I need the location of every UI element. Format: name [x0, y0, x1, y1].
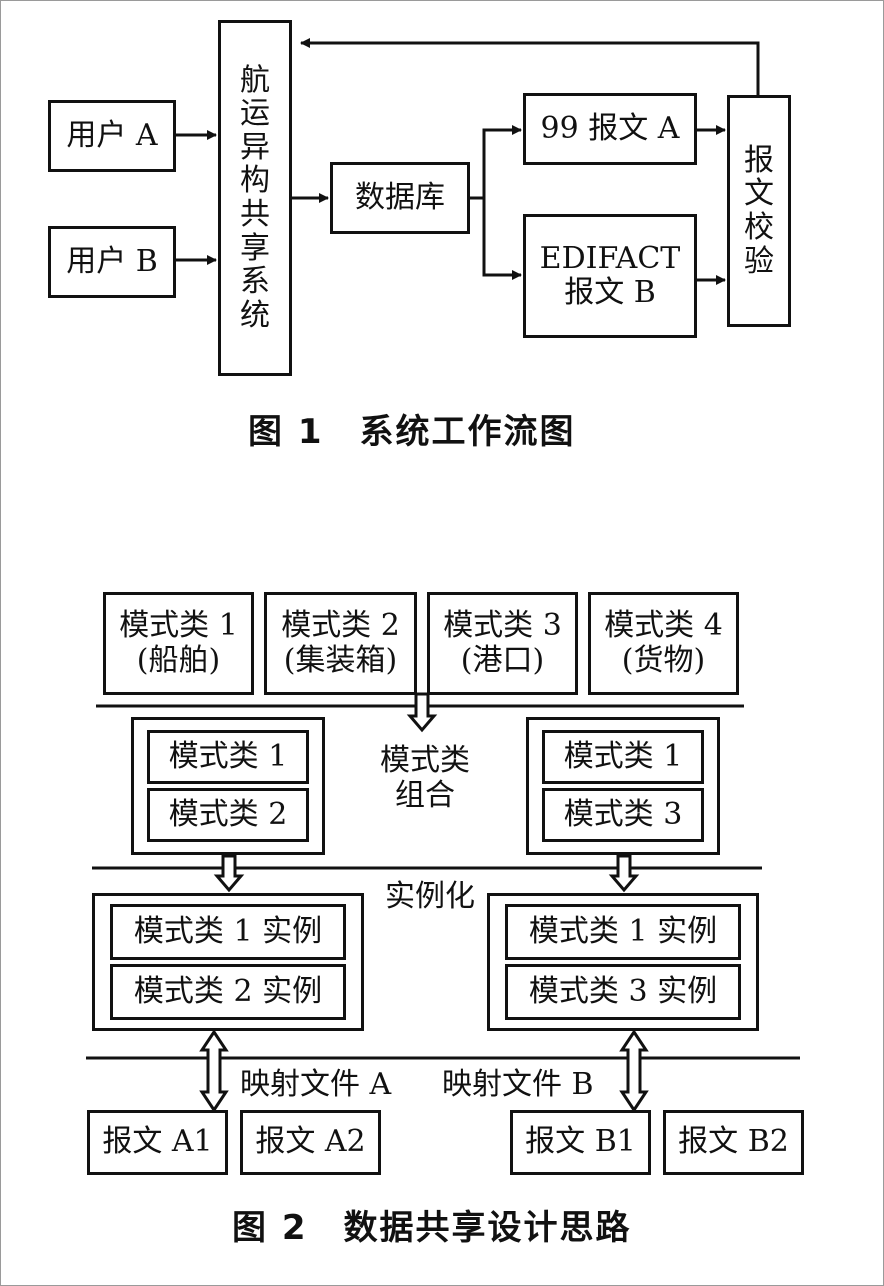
schema-class-name: 模式类 2: [281, 608, 400, 643]
combo-item: 模式类 2: [147, 788, 309, 842]
message-check-box: 报 文 校 验: [727, 95, 791, 327]
instance-item: 模式类 2 实例: [110, 964, 346, 1020]
combo-label: 模式类 组合: [365, 743, 485, 813]
message-box: 报文 A2: [240, 1110, 381, 1175]
schema-class-domain: (船舶): [136, 642, 221, 678]
system-char: 享: [240, 230, 270, 266]
instance-item: 模式类 1 实例: [505, 904, 741, 960]
combo-item-label: 模式类 1: [563, 738, 683, 774]
feedback-arrow: [300, 38, 760, 95]
figure2-caption: 图 2 数据共享设计思路: [232, 1200, 632, 1249]
message-b-box: EDIFACT 报文 B: [523, 214, 697, 338]
schema-class-name: 模式类 4: [604, 608, 723, 643]
shipping-system-box: 航 运 异 构 共 享 系 统: [218, 20, 292, 376]
mapping-file-a-label: 映射文件 A: [240, 1067, 392, 1102]
combo-item-label: 模式类 1: [168, 738, 288, 774]
schema-class-box: 模式类 4 (货物): [588, 592, 739, 695]
schema-class-domain: (集装箱): [283, 642, 398, 678]
user-a-label: 用户 A: [66, 117, 158, 153]
arrow-database-to-msg-a: [468, 125, 522, 200]
instance-item: 模式类 1 实例: [110, 904, 346, 960]
instance-group-left: [92, 893, 364, 1031]
schema-class-box: 模式类 3 (港口): [427, 592, 578, 695]
message-label: 报文 A2: [255, 1124, 366, 1160]
figure2-caption-number: 图 2: [232, 1208, 308, 1248]
message-b-line1: EDIFACT: [539, 240, 681, 276]
combo-group-right: [526, 717, 720, 855]
instantiate-label: 实例化: [385, 879, 475, 914]
message-label: 报文 A1: [102, 1124, 213, 1160]
combo-item: 模式类 1: [147, 730, 309, 784]
message-box: 报文 B2: [663, 1110, 804, 1175]
check-char: 报: [744, 142, 774, 178]
hollow-down-arrow: [406, 692, 438, 733]
hollow-down-arrow: [608, 854, 640, 893]
system-char: 统: [240, 297, 270, 333]
message-label: 报文 B2: [678, 1124, 789, 1160]
message-box: 报文 A1: [87, 1110, 228, 1175]
message-label: 报文 B1: [525, 1124, 636, 1160]
message-box: 报文 B1: [510, 1110, 651, 1175]
user-a-box: 用户 A: [48, 100, 176, 172]
mapping-file-b-label: 映射文件 B: [442, 1067, 594, 1102]
instance-item: 模式类 3 实例: [505, 964, 741, 1020]
combo-item-label: 模式类 2: [168, 796, 288, 832]
system-char: 航: [240, 62, 270, 98]
system-char: 构: [240, 163, 270, 199]
combo-item-label: 模式类 3: [563, 796, 683, 832]
instance-item-label: 模式类 2 实例: [133, 973, 323, 1009]
system-char: 系: [240, 264, 270, 300]
database-box: 数据库: [330, 162, 470, 234]
user-b-label: 用户 B: [66, 243, 158, 279]
database-label: 数据库: [355, 179, 445, 215]
figure2-caption-text: 数据共享设计思路: [343, 1208, 632, 1248]
user-b-box: 用户 B: [48, 226, 176, 298]
instance-item-label: 模式类 3 实例: [528, 973, 718, 1009]
schema-class-box: 模式类 2 (集装箱): [264, 592, 417, 695]
instance-group-right: [487, 893, 759, 1031]
hollow-down-arrow: [213, 854, 245, 893]
schema-class-name: 模式类 1: [119, 608, 238, 643]
check-char: 验: [744, 243, 774, 279]
check-char: 校: [744, 210, 774, 245]
message-a-label: 99 报文 A: [540, 110, 680, 146]
system-char: 异: [240, 129, 270, 165]
hollow-double-arrow: [619, 1029, 649, 1113]
message-b-line2: 报文 B: [564, 275, 656, 310]
system-char: 共: [240, 197, 270, 232]
schema-class-domain: (港口): [460, 642, 545, 678]
schema-class-domain: (货物): [621, 642, 706, 678]
system-char: 运: [240, 96, 270, 132]
instance-item-label: 模式类 1 实例: [528, 913, 718, 949]
combo-group-left: [131, 717, 325, 855]
schema-class-name: 模式类 3: [443, 608, 562, 643]
instance-item-label: 模式类 1 实例: [133, 913, 323, 949]
hollow-double-arrow: [199, 1029, 229, 1113]
combo-label-line1: 模式类: [380, 743, 470, 778]
figure1-caption-number: 图 1: [248, 412, 324, 452]
message-a-box: 99 报文 A: [523, 93, 697, 165]
figure1-caption-text: 系统工作流图: [359, 412, 576, 452]
figure1-caption: 图 1 系统工作流图: [248, 404, 576, 453]
schema-class-box: 模式类 1 (船舶): [103, 592, 254, 695]
check-char: 文: [744, 176, 774, 212]
combo-label-line2: 组合: [395, 777, 455, 813]
combo-item: 模式类 1: [542, 730, 704, 784]
combo-item: 模式类 3: [542, 788, 704, 842]
